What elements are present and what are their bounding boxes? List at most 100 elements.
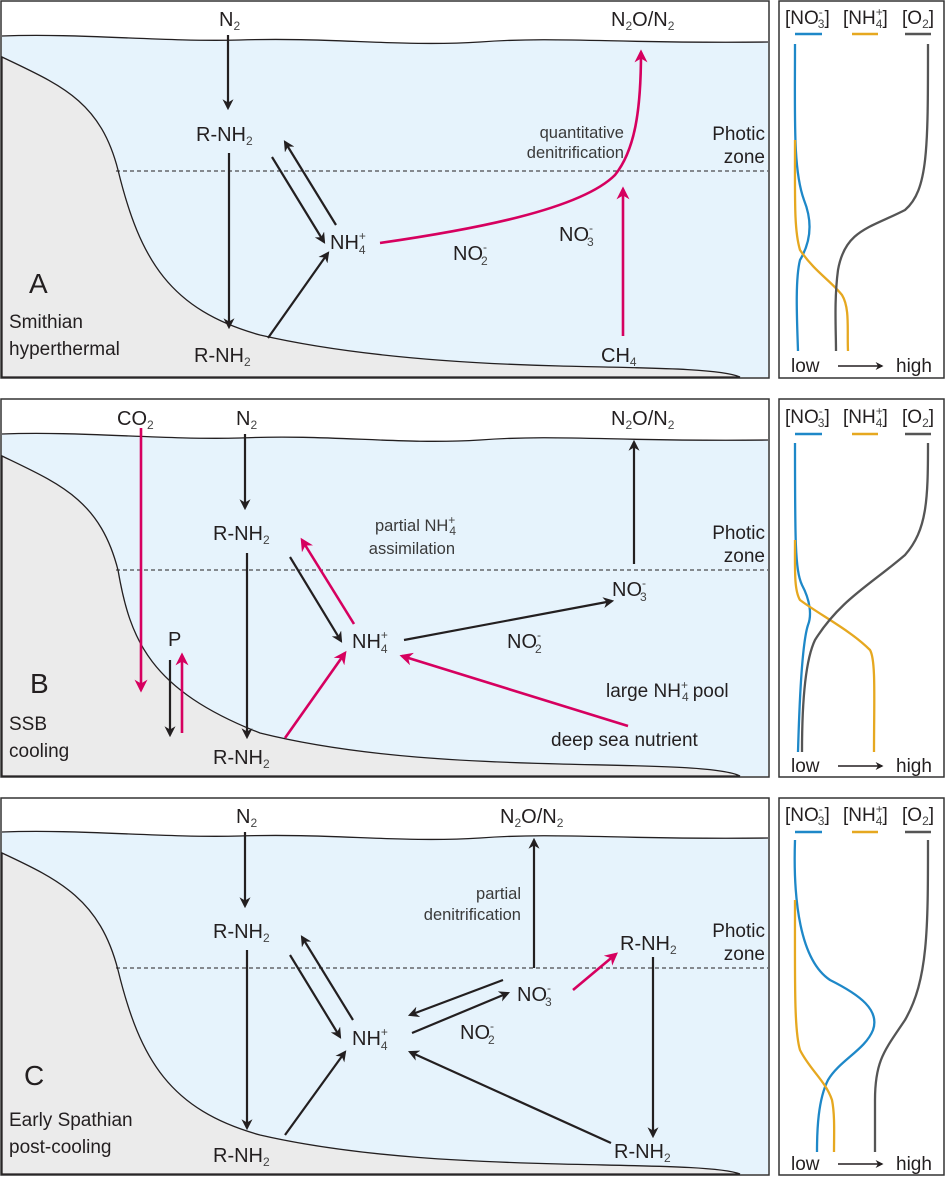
arrow-rnh2-to-nh4 (289, 954, 342, 1039)
label-nh4: NH+4 (330, 229, 366, 257)
label-n2: N2 (236, 806, 257, 830)
profile-panel-a: [NO-3] [NH+4] [O2] low high (778, 0, 945, 379)
label-deep-sea-nutrient: deep sea nutrient (551, 730, 699, 751)
legend-ammonium: [NH+4] (843, 5, 888, 31)
label-photic-line2: zone (724, 944, 765, 965)
legend-nitrate: [NO-3] (785, 802, 830, 828)
arrow-deep-sea-to-nh4 (399, 652, 629, 728)
label-rnh2-lower: R-NH2 (194, 345, 251, 369)
arrow-nh4-to-no3 (403, 597, 615, 642)
sea-surface-line (1, 432, 769, 442)
label-photic-line2: zone (724, 546, 765, 567)
scenario-line1: Early Spathian (9, 1110, 133, 1131)
label-process-line2: denitrification (527, 144, 624, 162)
profile-panel-c: [NO-3] [NH+4] [O2] low high (778, 797, 945, 1176)
curve-oxygen (834, 43, 930, 352)
arrow-nh4-to-rnh2 (300, 935, 354, 1021)
legend-nitrate: [NO-3] (785, 5, 830, 31)
label-process-line1: partial NH+4 (375, 513, 456, 538)
label-process-line1: quantitative (540, 124, 624, 142)
label-n2: N2 (219, 9, 240, 33)
axis-high-label: high (896, 1154, 932, 1175)
sea-surface-line (1, 830, 769, 841)
curve-oxygen (800, 442, 930, 753)
label-no3: NO-3 (559, 221, 594, 249)
label-process-line2: assimilation (369, 540, 455, 558)
label-no2: NO-2 (460, 1019, 495, 1047)
label-no3: NO-3 (612, 576, 647, 604)
profile-frame (778, 398, 945, 778)
label-nh4: NH+4 (352, 1025, 388, 1053)
label-no3: NO-3 (517, 981, 552, 1009)
legend-ammonium: [NH+4] (843, 802, 888, 828)
legend-ammonium: [NH+4] (843, 404, 888, 430)
label-photic-line1: Photic (712, 921, 765, 942)
arrow-rnh2-right-lower-to-nh4 (407, 1050, 612, 1145)
legend-oxygen: [O2] (902, 407, 934, 430)
axis-high-label: high (896, 356, 932, 377)
seafloor (1, 851, 741, 1175)
seafloor (1, 55, 741, 378)
label-rnh2-upper: R-NH2 (196, 124, 253, 148)
label-no2: NO-2 (507, 628, 542, 656)
scenario-line2: post-cooling (9, 1137, 111, 1158)
label-process-line2: denitrification (424, 906, 521, 924)
label-photic-line1: Photic (712, 124, 765, 145)
water-body (2, 433, 768, 776)
label-n2o-n2: N2O/N2 (611, 9, 675, 33)
label-no2: NO-2 (453, 240, 488, 268)
label-nh4: NH+4 (352, 628, 388, 656)
profile-panel-b: [NO-3] [NH+4] [O2] low high (778, 398, 945, 778)
arrow-rnh2-to-nh4 (289, 556, 343, 643)
legend-nitrate: [NO-3] (785, 404, 830, 430)
axis-high-label: high (896, 756, 932, 777)
label-n2o-n2: N2O/N2 (500, 806, 564, 830)
panel-letter: B (30, 668, 49, 699)
panel-a: N2 R-NH2 NH+4 NO-2 NO-3 CH4 N2O/N2 quant… (0, 0, 770, 379)
profile-frame (778, 0, 945, 379)
label-rnh2-upper: R-NH2 (213, 921, 270, 945)
label-photic-line1: Photic (712, 523, 765, 544)
arrow-rnh2-to-nh4 (271, 156, 326, 244)
curve-nitrate (793, 43, 811, 352)
arrow-nh4-to-rnh2 (300, 537, 356, 625)
scenario-line1: Smithian (9, 312, 83, 333)
axis-low-label: low (791, 756, 820, 777)
sea-surface-line (1, 34, 769, 45)
arrow-no3-to-nh4 (407, 978, 504, 1018)
scenario-line1: SSB (9, 714, 47, 735)
water-body (2, 35, 768, 378)
label-ch4: CH4 (601, 345, 637, 369)
label-rnh2-lower: R-NH2 (213, 747, 270, 771)
axis-low-label: low (791, 356, 820, 377)
profile-frame (778, 797, 945, 1176)
label-rnh2-right-lower: R-NH2 (614, 1141, 671, 1165)
curve-nitrate (793, 839, 876, 1153)
curve-ammonium (793, 899, 836, 1153)
legend-oxygen: [O2] (902, 8, 934, 31)
legend-oxygen: [O2] (902, 805, 934, 828)
arrow-nh4-to-rnh2 (283, 140, 337, 226)
arrow-nh4-to-no3 (411, 991, 511, 1035)
panel-c: N2 R-NH2 N2O/N2 partial denitrification … (0, 797, 770, 1176)
label-photic-line2: zone (724, 147, 765, 168)
label-n2o-n2: N2O/N2 (611, 408, 675, 432)
curve-oxygen (873, 839, 930, 1152)
label-rnh2-upper: R-NH2 (213, 523, 270, 547)
label-rnh2-right-upper: R-NH2 (620, 933, 677, 957)
arrow-nitrification-denitrification (379, 49, 648, 245)
label-p: P (168, 629, 181, 651)
seafloor (1, 454, 741, 777)
panel-letter: C (24, 1060, 44, 1091)
arrow-rnh2-lower-to-nh4 (267, 251, 330, 339)
label-process-line1: partial (476, 885, 521, 903)
curve-ammonium (793, 139, 850, 352)
panel-letter: A (29, 268, 48, 299)
arrow-rnh2-lower-to-nh4 (283, 650, 347, 739)
water-body (2, 831, 768, 1174)
curve-ammonium (793, 539, 876, 753)
label-co2: CO2 (117, 408, 154, 432)
scenario-line2: hyperthermal (9, 339, 120, 360)
